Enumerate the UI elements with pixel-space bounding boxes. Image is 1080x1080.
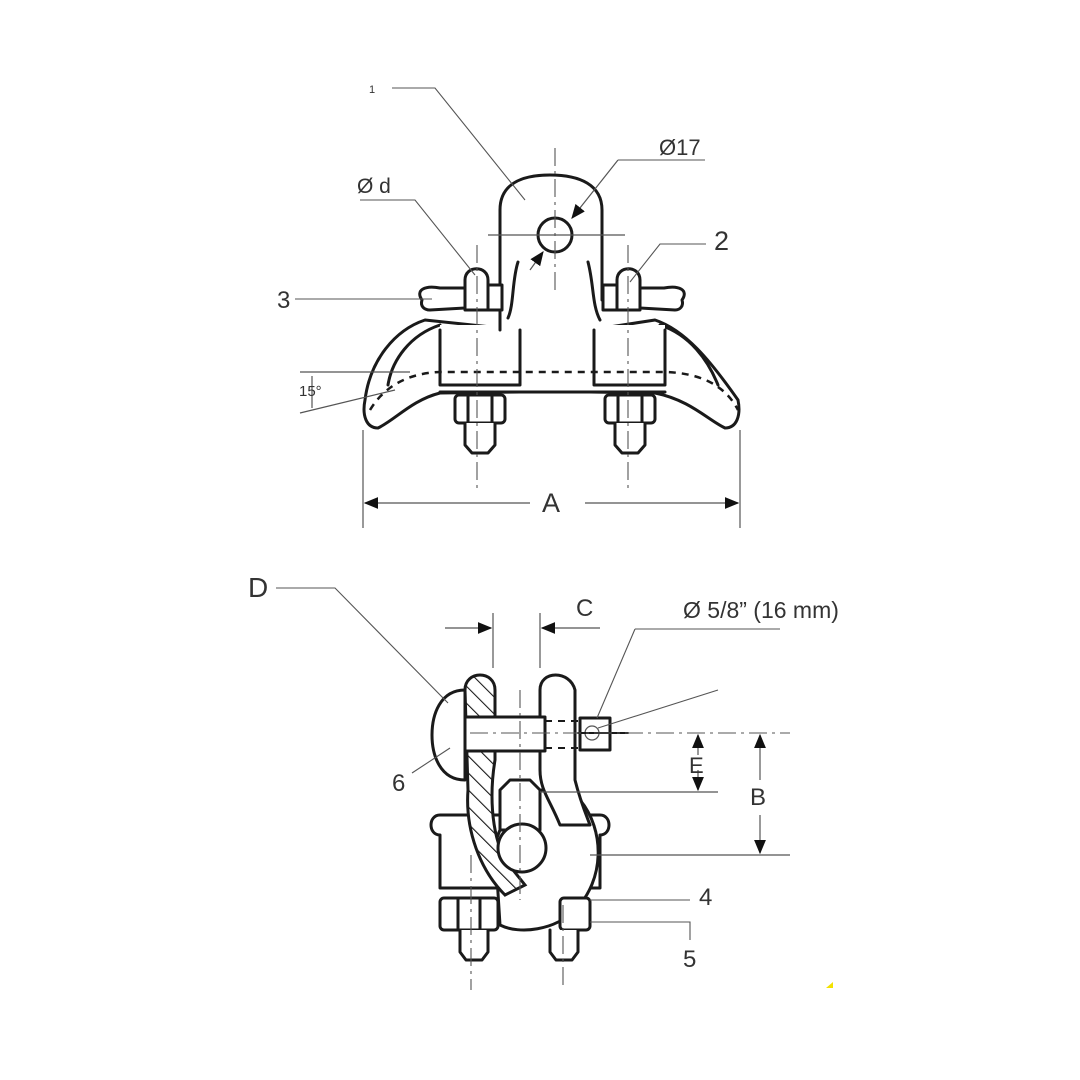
hole-diameter-label: Ø17 (659, 135, 701, 160)
dimension-a-label: A (542, 488, 561, 518)
callout-4: 4 (699, 884, 713, 911)
side-view (276, 587, 790, 990)
callout-1: 1 (369, 84, 376, 96)
dimension-b-label: B (750, 784, 767, 811)
side-left-nut (438, 896, 500, 962)
conductor (496, 822, 548, 874)
dimension-d-label: D (248, 572, 269, 603)
left-nut (453, 393, 507, 455)
pin-head (430, 688, 467, 782)
callout-6: 6 (392, 770, 406, 797)
clevis-pin (463, 715, 547, 753)
artifact-mark (826, 982, 833, 988)
dimension-e-label: E (689, 753, 704, 778)
dimension-c-label: C (576, 595, 594, 622)
callout-3: 3 (277, 287, 291, 314)
right-nut (603, 393, 657, 455)
callout-2: 2 (714, 226, 730, 256)
angle-label: 15° (299, 383, 322, 400)
side-right-nut (548, 896, 592, 962)
clevis-leg (538, 673, 592, 827)
right-keeper (638, 285, 686, 312)
pin-diameter-label: Ø 5/8” (16 mm) (683, 597, 839, 623)
top-view (295, 87, 741, 528)
bolt-diameter-label: Ø d (357, 175, 391, 198)
callout-5: 5 (683, 946, 697, 973)
